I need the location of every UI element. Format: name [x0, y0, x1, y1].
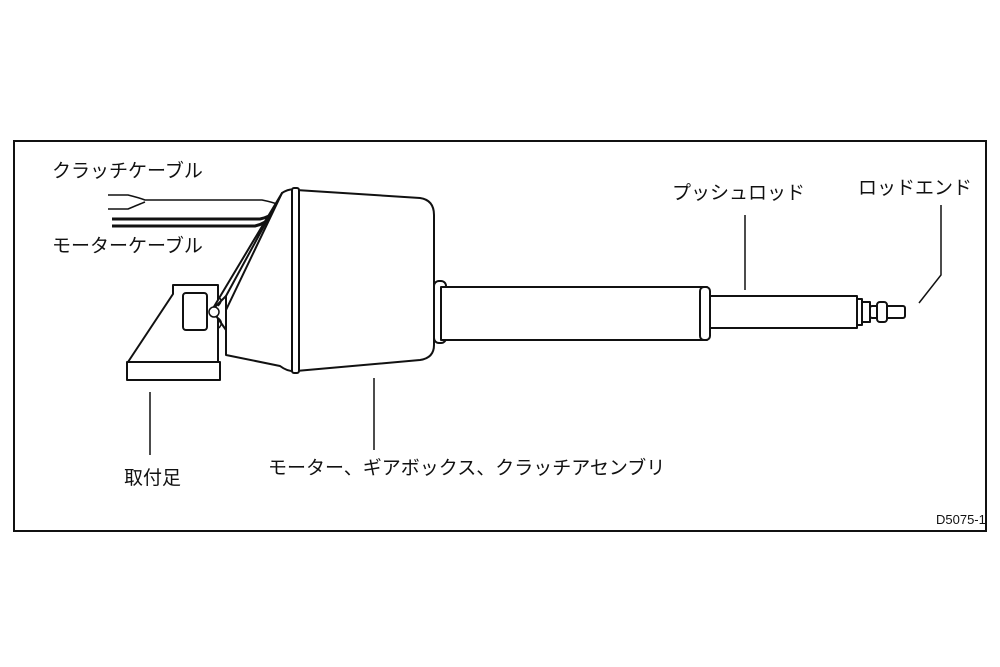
- label-motor-cable: モーターケーブル: [52, 234, 203, 257]
- label-mounting-foot: 取付足: [124, 467, 181, 489]
- label-push-rod: プッシュロッド: [672, 182, 805, 204]
- clevis-pin-icon: [208, 306, 220, 318]
- mounting-foot: [126, 284, 221, 381]
- rod-end: [869, 301, 906, 323]
- label-clutch-cable: クラッチケーブル: [52, 159, 203, 182]
- push-rod: [709, 295, 871, 329]
- leader-lines: [149, 205, 942, 455]
- actuator-tube: [433, 280, 711, 344]
- figure-code: D5075-1: [936, 512, 986, 527]
- label-rod-end: ロッドエンド: [858, 177, 972, 199]
- motor-gearbox-clutch-assembly: [208, 187, 435, 374]
- label-motor-assembly: モーター、ギアボックス、クラッチアセンブリ: [268, 456, 665, 479]
